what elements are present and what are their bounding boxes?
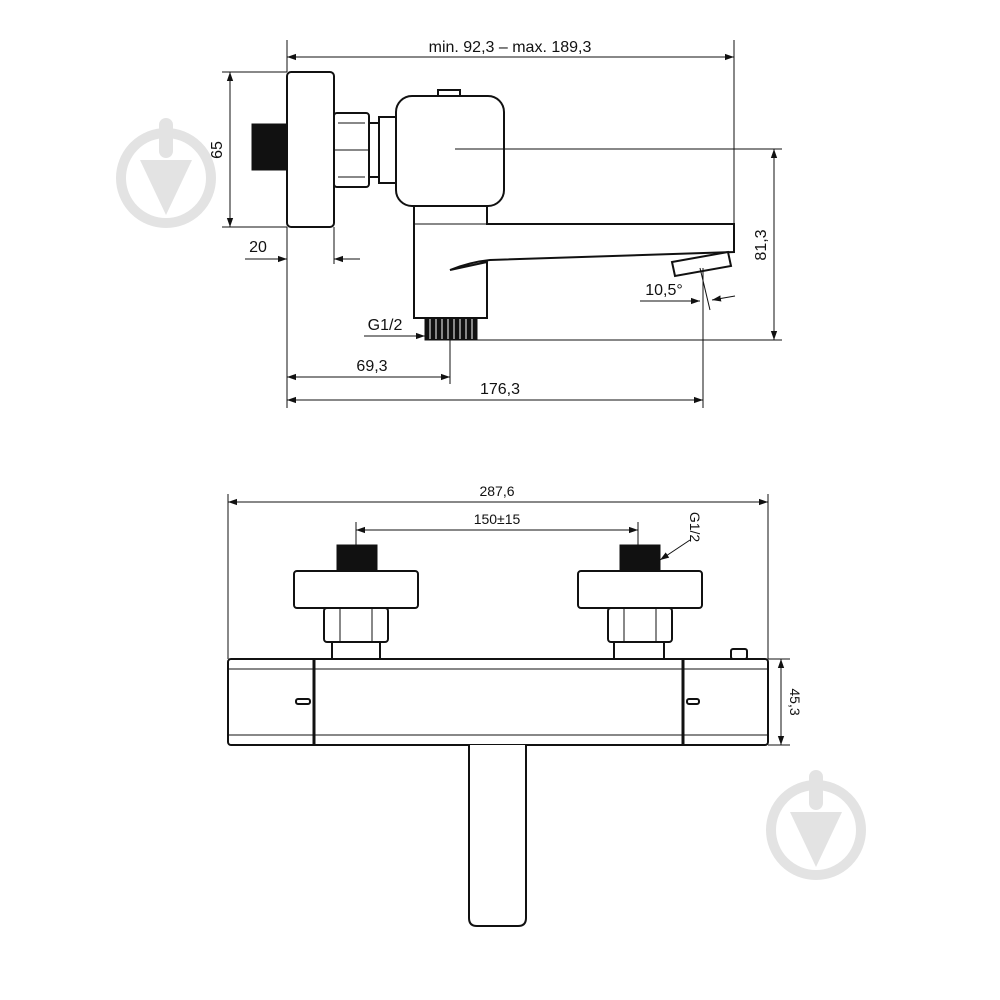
dim-height-wall: 65 (209, 141, 226, 159)
dim-overall-depth: 176,3 (480, 381, 520, 398)
dim-height-outlet: 81,3 (753, 229, 770, 260)
side-view: min. 92,3 – max. 189,3 65 20 81,3 10,5° … (209, 39, 782, 408)
front-view: 287,6 150±15 G1/2 45,3 (227, 483, 803, 927)
inlet-right-nut (607, 607, 673, 643)
dim-body-height: 45,3 (787, 688, 803, 715)
inlet-left-connector (336, 544, 378, 572)
nipple (368, 122, 380, 178)
dim-overall-width: 287,6 (479, 483, 514, 499)
spout-front (468, 745, 527, 927)
dim-thread-front: G1/2 (687, 512, 703, 543)
inlet-right-flange (577, 570, 703, 609)
spout (413, 205, 735, 319)
dim-connection-spacing: 150±15 (474, 511, 521, 527)
wall-connector (251, 123, 288, 171)
inlet-left-nut (323, 607, 389, 643)
watermark-logo-left (116, 118, 216, 228)
nipple-collar (378, 116, 397, 184)
dim-flange-depth: 20 (249, 239, 267, 256)
dim-angle: 10,5° (645, 282, 683, 299)
dim-thread-side: G1/2 (368, 317, 403, 334)
aerator (670, 250, 733, 278)
thread-outlet (424, 317, 478, 341)
dim-inlet-offset: 69,3 (356, 358, 387, 375)
safety-button (730, 648, 748, 660)
inlet-left-flange (293, 570, 419, 609)
wall-flange (286, 71, 335, 228)
watermark-logo-right (766, 770, 866, 880)
dim-width-range: min. 92,3 – max. 189,3 (429, 39, 592, 56)
valve-body (395, 95, 505, 207)
inlet-right-connector (619, 544, 661, 572)
